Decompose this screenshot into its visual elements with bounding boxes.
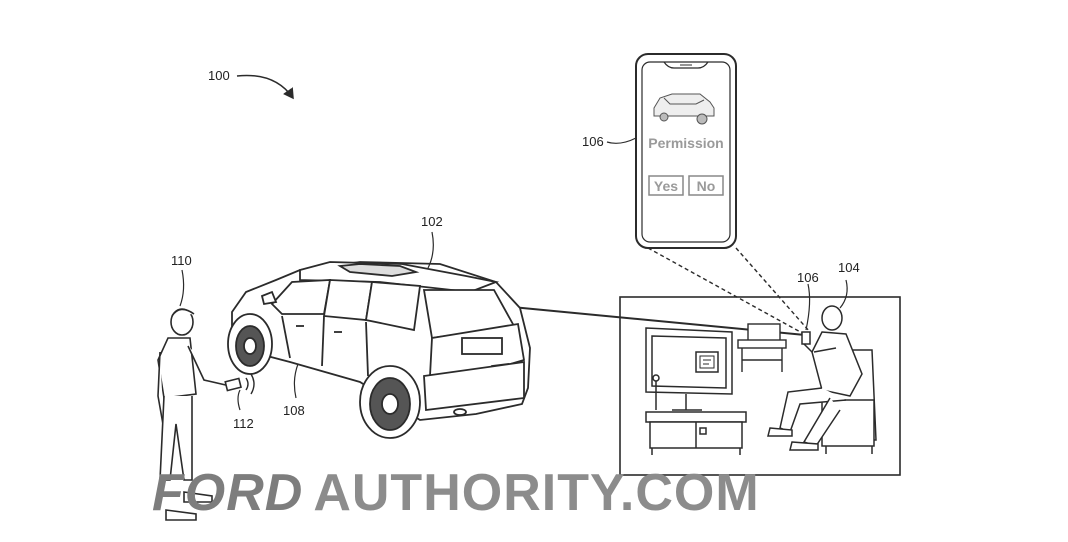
yes-button-label: Yes — [654, 178, 678, 194]
leader-110 — [179, 269, 185, 307]
side-table — [737, 323, 787, 372]
tv-stand — [645, 411, 747, 455]
remote-user — [767, 305, 877, 454]
leader-106-enlarged — [606, 137, 637, 144]
permission-title: Permission — [648, 135, 723, 151]
leader-112 — [237, 389, 241, 411]
ref-106-enlarged: 106 — [582, 134, 604, 149]
ref-100: 100 — [208, 68, 230, 83]
hand-held-device — [801, 331, 811, 345]
no-button-label: No — [697, 178, 716, 194]
phone-car-icon — [653, 93, 715, 125]
projection-line-right — [735, 247, 811, 333]
remote-location-box — [619, 296, 901, 476]
ref-110: 110 — [171, 253, 192, 268]
key-fob — [224, 377, 242, 392]
leader-108 — [293, 363, 299, 399]
ref-106: 106 — [797, 270, 819, 285]
leader-106 — [805, 283, 811, 331]
television — [645, 327, 733, 411]
watermark-brand: FORD — [152, 464, 304, 522]
standing-user — [157, 308, 242, 521]
signal-waves-icon — [245, 373, 255, 395]
projection-line-left — [647, 247, 805, 335]
leader-102 — [427, 231, 434, 269]
ref-108: 108 — [283, 403, 305, 418]
no-button — [688, 175, 724, 196]
ref-102: 102 — [421, 214, 443, 229]
qr-code-icon — [699, 355, 715, 369]
watermark-site: AUTHORITY.COM — [313, 464, 760, 522]
yes-button — [648, 175, 684, 196]
leader-104 — [839, 279, 848, 309]
system-arrow — [236, 74, 294, 100]
vehicle — [227, 261, 531, 439]
ref-112: 112 — [233, 416, 254, 431]
ref-104: 104 — [838, 260, 860, 275]
mobile-device-enlarged: Permission Yes No — [635, 53, 737, 249]
